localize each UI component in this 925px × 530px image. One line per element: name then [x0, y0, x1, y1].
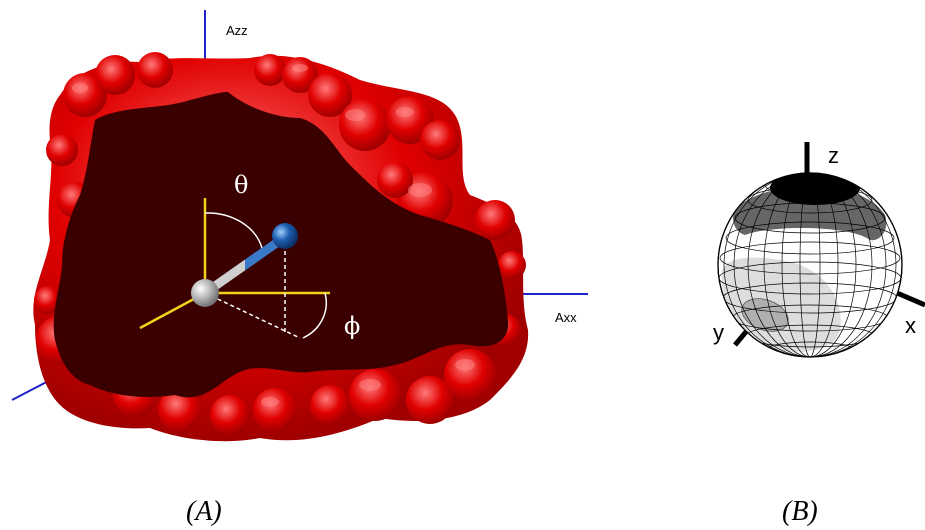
- azz-axis-label: Azz: [226, 23, 248, 38]
- co-bond: [200, 232, 290, 298]
- polar-cap: [770, 173, 860, 205]
- panel-a: Azz Axx: [11, 10, 588, 527]
- theta-label: θ: [234, 171, 248, 199]
- axx-axis-label: Axx: [555, 310, 577, 325]
- longitude-lines: [723, 173, 897, 357]
- projection-base-line: [204, 292, 301, 339]
- sphere-z-label: z: [828, 143, 839, 168]
- surface-highlights: [72, 64, 475, 407]
- oxygen-atom: [272, 223, 298, 249]
- carbon-atom: [191, 279, 219, 307]
- sphere-x-label: x: [905, 313, 916, 338]
- panel-b-caption: (B): [782, 496, 818, 527]
- panel-b: z x y: [713, 142, 925, 527]
- phi-label: ϕ: [344, 312, 360, 340]
- theta-arc: [204, 212, 263, 249]
- sphere-y-label: y: [713, 320, 724, 345]
- phi-arc: [302, 292, 327, 339]
- light-region: [721, 257, 841, 352]
- panel-a-caption: (A): [186, 496, 222, 527]
